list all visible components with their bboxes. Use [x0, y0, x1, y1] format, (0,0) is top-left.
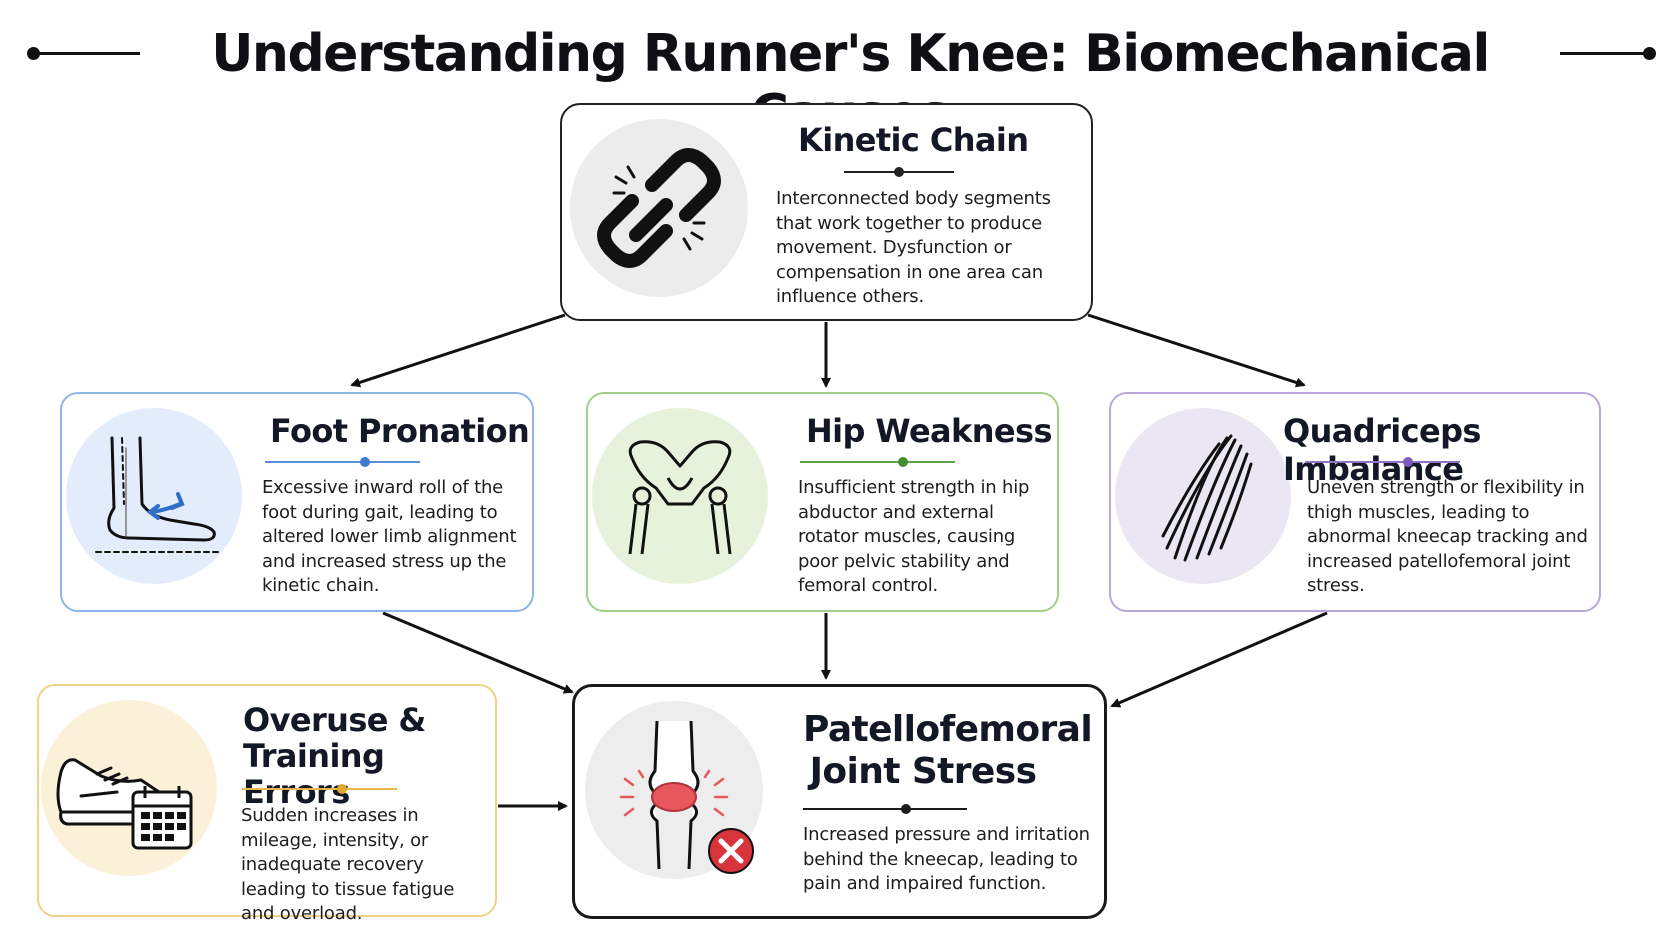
- pelvis-icon: [628, 440, 732, 555]
- quadriceps-icon-bg: [1115, 408, 1291, 584]
- kinetic-chain-icon-bg: [570, 119, 748, 297]
- overuse-description: Sudden increases in mileage, intensity, …: [241, 805, 455, 924]
- title-left-dot: [27, 47, 40, 60]
- shoe-calendar-icon: [56, 758, 193, 850]
- patellofemoral-title: Patellofemoral Joint Stress: [803, 709, 1093, 793]
- kinetic-chain-title: Kinetic Chain: [798, 121, 1029, 159]
- kinetic-chain-divider: [844, 167, 954, 177]
- chain-link-icon: [597, 148, 721, 268]
- inflamed-kneecap-icon: [651, 782, 697, 812]
- hip-weakness-icon-bg: [592, 408, 768, 584]
- overuse-icon-bg: [41, 700, 217, 876]
- overuse-title-line2: Training Errors: [243, 737, 385, 811]
- foot-icon: [95, 436, 219, 553]
- hip-weakness-description: Insufficient strength in hip abductor an…: [798, 477, 1030, 596]
- overuse-divider: [242, 784, 397, 794]
- hip-weakness-divider: [800, 457, 955, 467]
- knee-joint-icon: [619, 720, 754, 874]
- quadriceps-imbalance-description: Uneven strength or flexibility in thigh …: [1307, 477, 1588, 596]
- hip-weakness-title: Hip Weakness: [806, 412, 1053, 450]
- quadriceps-imbalance-divider: [1305, 457, 1460, 467]
- foot-pronation-card: Foot Pronation Excessive inward roll of …: [60, 392, 534, 612]
- patellofemoral-card: Patellofemoral Joint Stress Increased pr…: [572, 684, 1107, 919]
- overuse-title: Overuse & Training Errors: [243, 702, 495, 810]
- patellofemoral-divider: [803, 804, 967, 814]
- edge-quad-to-pf: [1110, 611, 1328, 708]
- title-left-rule: [36, 52, 140, 55]
- foot-pronation-description: Excessive inward roll of the foot during…: [262, 477, 517, 596]
- foot-pronation-title: Foot Pronation: [270, 412, 530, 450]
- muscle-icon: [1161, 434, 1253, 562]
- edge-kinetic-to-quad: [1087, 313, 1306, 388]
- patellofemoral-title-line2: Joint Stress: [809, 751, 1037, 792]
- error-x-icon: [708, 828, 754, 874]
- kinetic-chain-description: Interconnected body segments that work t…: [776, 188, 1051, 307]
- patellofemoral-description: Increased pressure and irritation behind…: [803, 824, 1090, 894]
- edge-foot-to-pf: [382, 611, 574, 694]
- kinetic-chain-card: Kinetic Chain Interconnected body segmen…: [560, 103, 1093, 321]
- edge-kinetic-to-foot: [350, 313, 566, 388]
- title-right-dot: [1643, 47, 1656, 60]
- foot-pronation-icon-bg: [66, 408, 242, 584]
- overuse-title-line1: Overuse &: [243, 701, 426, 739]
- patellofemoral-title-line1: Patellofemoral: [803, 709, 1093, 750]
- overuse-card: Overuse & Training Errors Sudden increas…: [37, 684, 497, 924]
- title-right-rule: [1560, 52, 1654, 55]
- quadriceps-imbalance-title: Quadriceps Imbalance: [1283, 412, 1481, 488]
- patellofemoral-icon-bg: [585, 701, 763, 879]
- hip-weakness-card: Hip Weakness Insufficient strength in hi…: [586, 392, 1059, 612]
- quadriceps-imbalance-card: Quadriceps Imbalance Uneven strength or …: [1109, 392, 1601, 612]
- foot-pronation-divider: [265, 457, 420, 467]
